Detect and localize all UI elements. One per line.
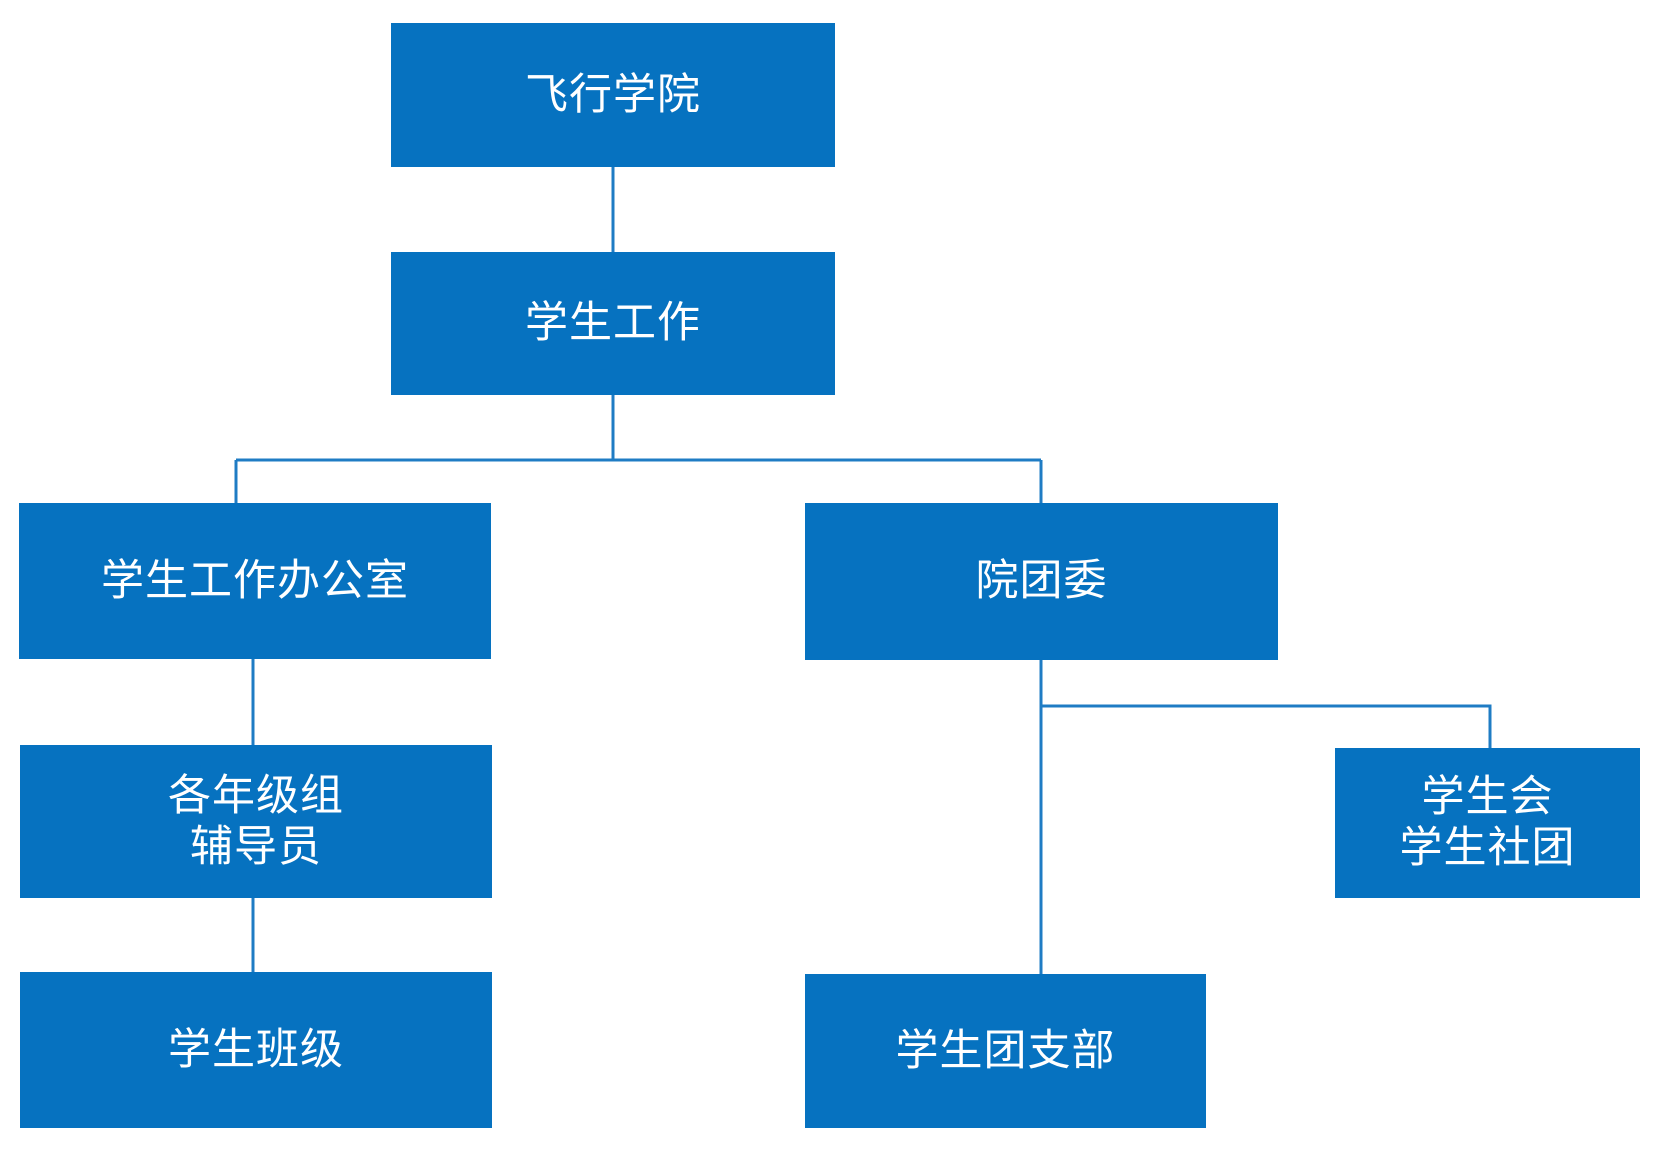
node-label: 学生工作办公室 bbox=[101, 556, 409, 605]
node-label: 学生工作 bbox=[525, 299, 701, 348]
node-label: 学生会 学生社团 bbox=[1399, 773, 1576, 872]
node-student-affairs[interactable]: 学生工作 bbox=[391, 252, 835, 395]
node-college-youth-league-committee[interactable]: 院团委 bbox=[805, 503, 1278, 660]
edge-league-to-union bbox=[1041, 704, 1492, 748]
node-label: 学生班级 bbox=[168, 1025, 344, 1074]
node-student-league-branch[interactable]: 学生团支部 bbox=[805, 974, 1206, 1128]
node-student-union-clubs[interactable]: 学生会 学生社团 bbox=[1335, 748, 1640, 898]
node-student-classes[interactable]: 学生班级 bbox=[20, 972, 492, 1128]
edge-affairs-split bbox=[236, 395, 1041, 462]
node-label: 院团委 bbox=[975, 557, 1108, 606]
node-flight-academy[interactable]: 飞行学院 bbox=[391, 23, 835, 167]
node-grade-groups-counselors[interactable]: 各年级组 辅导员 bbox=[20, 745, 492, 898]
node-student-affairs-office[interactable]: 学生工作办公室 bbox=[19, 503, 491, 659]
node-label: 学生团支部 bbox=[895, 1026, 1116, 1075]
node-label: 飞行学院 bbox=[525, 70, 701, 119]
node-label: 各年级组 辅导员 bbox=[168, 771, 344, 871]
